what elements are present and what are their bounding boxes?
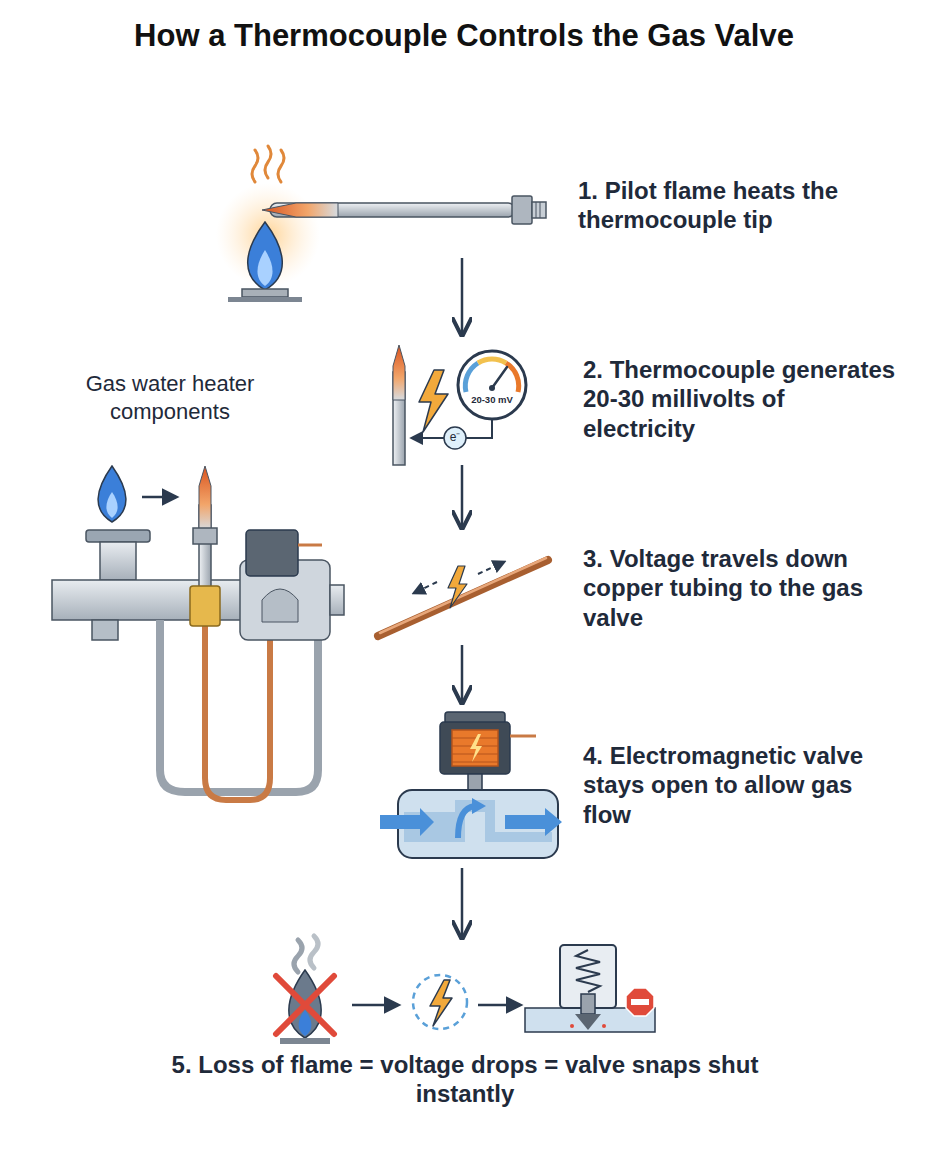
step-group: 4. Electromagnetic valve stays open to a… bbox=[165, 703, 900, 868]
step-text: 4. Electromagnetic valve stays open to a… bbox=[583, 741, 898, 829]
title: How a Thermocouple Controls the Gas Valv… bbox=[14, 16, 914, 56]
electron-symbol: e⁻ bbox=[445, 430, 465, 446]
gauge-reading: 20-30 mV bbox=[464, 394, 520, 405]
step-text: 5. Loss of flame = voltage drops = valve… bbox=[165, 1050, 765, 1109]
section-label: Gas water heater components bbox=[50, 370, 290, 425]
step-group: 2. Thermocouple generates 20-30 millivol… bbox=[165, 335, 900, 465]
step-text: 3. Voltage travels down copper tubing to… bbox=[583, 544, 898, 632]
flow-arrow bbox=[461, 258, 464, 335]
flow-arrow bbox=[461, 465, 464, 528]
flow-arrow bbox=[461, 645, 464, 703]
step-group: 5. Loss of flame = voltage drops = valve… bbox=[165, 938, 900, 1125]
step-text: 2. Thermocouple generates 20-30 millivol… bbox=[583, 355, 898, 443]
step-group: 3. Voltage travels down copper tubing to… bbox=[165, 528, 900, 645]
flow-arrow bbox=[461, 868, 464, 938]
step-text: 1. Pilot flame heats the thermocouple ti… bbox=[578, 176, 898, 235]
step-group: 1. Pilot flame heats the thermocouple ti… bbox=[165, 78, 900, 258]
